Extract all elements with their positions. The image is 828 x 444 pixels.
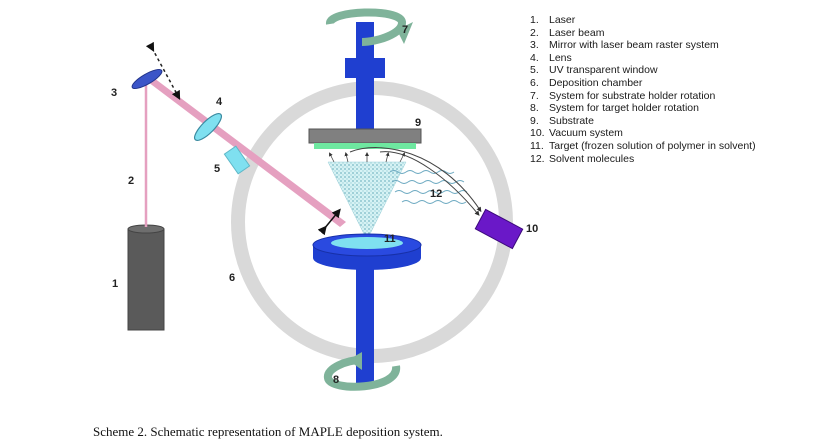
substrate-film [314,143,416,149]
legend-item: 8.System for target holder rotation [530,102,699,115]
laser-body [127,228,165,331]
callout-7: 7 [402,24,408,36]
callout-12: 12 [430,188,442,200]
substrate-rotation-arrowhead [397,22,413,44]
substrate-rotation-arrow [326,8,406,46]
pumping-flow-arrows [349,147,482,216]
callout-6: 6 [229,272,235,284]
lens [193,112,223,142]
deposition-arrows [329,152,405,163]
legend-item: 10.Vacuum system [530,127,623,140]
target-rotation-arrowhead [348,352,362,370]
laser-beam-diagonal [148,78,346,227]
legend-item: 4.Lens [530,51,572,64]
substrate-shaft-collar [345,58,385,78]
uv-window [223,145,251,175]
legend-item: 2.Laser beam [530,26,605,39]
legend-item: 6.Deposition chamber [530,76,643,89]
callout-1: 1 [112,278,118,290]
callout-9: 9 [415,117,421,129]
callout-5: 5 [214,163,220,175]
legend-item: 1.Laser [530,14,576,26]
legend-item: 3.Mirror with laser beam raster system [530,39,719,52]
callout-11: 11 [384,233,396,245]
solvent-molecules [389,170,468,204]
legend-item: 5.UV transparent window [530,64,658,77]
target-raster-arrow [317,208,341,236]
callout-10: 10 [526,223,538,235]
vacuum-pump [474,208,524,250]
legend-item: 12.Solvent molecules [530,152,635,165]
frozen-target [331,237,403,249]
legend-item: 11.Target (frozen solution of polymer in… [530,139,756,152]
legend-list: 1.Laser 2.Laser beam 3.Mirror with laser… [530,14,756,165]
target-shaft [356,268,374,388]
callout-3: 3 [111,87,117,99]
callout-4: 4 [216,96,223,108]
callout-8: 8 [333,374,339,386]
callout-2: 2 [128,175,134,187]
substrate-holder [308,128,422,144]
legend-item: 7.System for substrate holder rotation [530,89,716,102]
target-rotation-arrow [324,356,400,391]
evaporation-plume [327,161,407,241]
legend-item: 9.Substrate [530,114,594,127]
figure-caption: Scheme 2. Schematic representation of MA… [93,424,443,439]
